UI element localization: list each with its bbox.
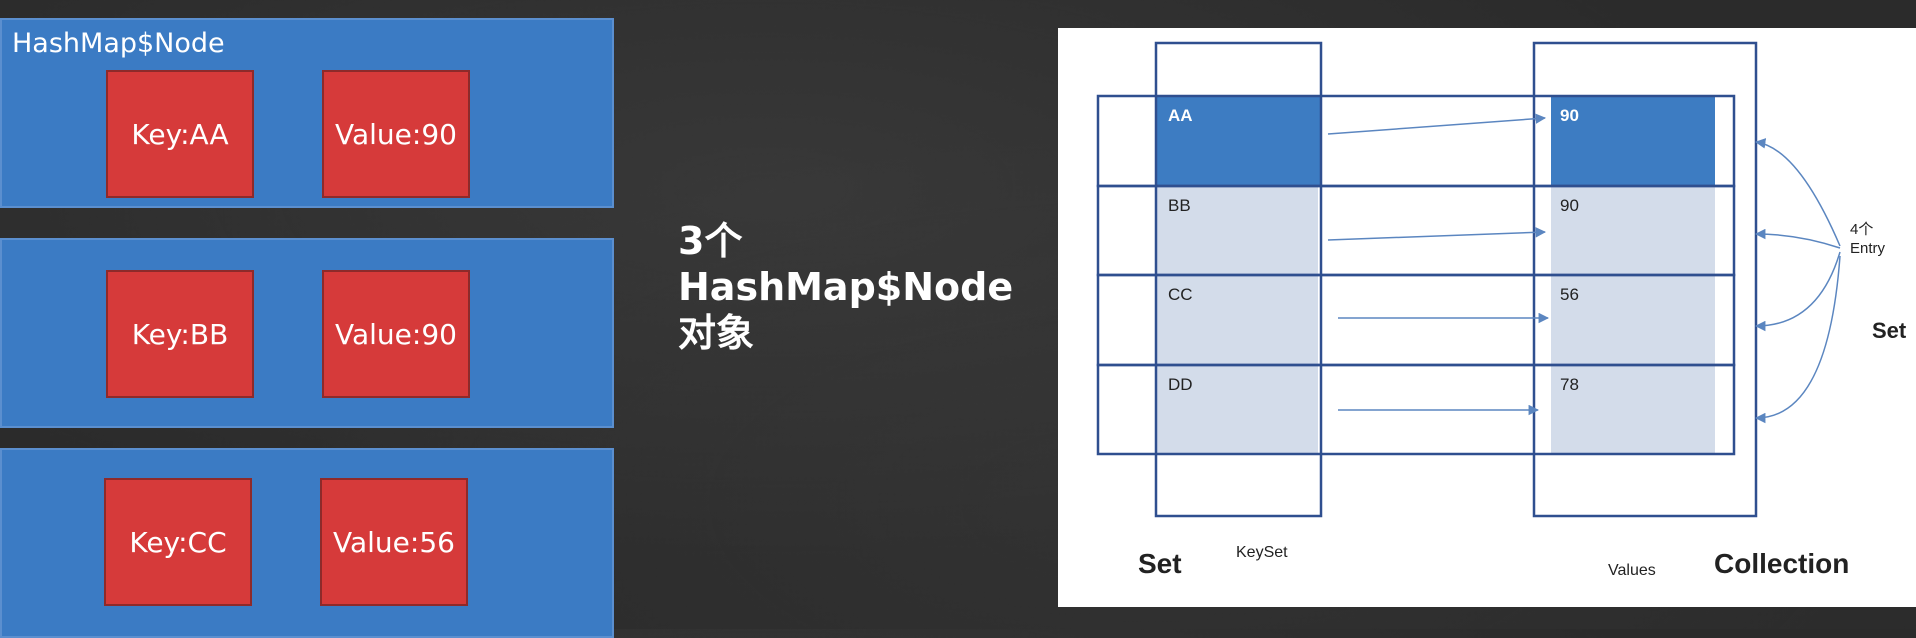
entry-arrow-1: [1754, 138, 1841, 247]
entry-arrow-3: [1754, 251, 1841, 332]
entry-count-line-2: Entry: [1850, 240, 1886, 257]
collection-label: Collection: [1714, 548, 1850, 579]
value-fill-bb: [1551, 187, 1715, 275]
hashmap-node-2: Key:BB Value:90: [0, 238, 614, 428]
diagram-graphics: [1096, 41, 1841, 518]
value-cell: Value:56: [320, 478, 468, 606]
key-cell: Key:CC: [104, 478, 252, 606]
arrow-bb: [1327, 227, 1547, 241]
entry-arrow-2: [1754, 228, 1841, 249]
key-label-cc: CC: [1168, 285, 1193, 304]
entry-arrow-4: [1754, 255, 1841, 424]
arrow-aa: [1327, 113, 1547, 135]
value-fill-dd: [1551, 365, 1715, 454]
key-label-bb: BB: [1168, 196, 1191, 215]
set-label-right: Set: [1872, 318, 1907, 343]
key-fill-bb: [1156, 187, 1318, 275]
value-fill-cc: [1551, 275, 1715, 365]
key-label-aa: AA: [1168, 106, 1193, 125]
keyset-column: [1154, 41, 1323, 518]
caption-line-3: 对象: [678, 311, 755, 355]
key-label-dd: DD: [1168, 375, 1193, 394]
value-label-2: 90: [1560, 196, 1579, 215]
value-cell: Value:90: [322, 270, 470, 398]
key-cell: Key:AA: [106, 70, 254, 198]
entryset-diagram: AA BB CC DD 90 90 56 78 4个 Entry Set Set…: [1058, 28, 1916, 607]
set-label-bottom: Set: [1138, 548, 1182, 579]
key-fill-dd: [1156, 365, 1318, 454]
entry-count-line-1: 4个: [1850, 221, 1874, 238]
hashmap-node-1: HashMap$Node Key:AA Value:90: [0, 18, 614, 208]
entry-count-label: 4个 Entry: [1850, 220, 1885, 258]
value-fill-aa: [1551, 96, 1715, 186]
entry-row-4: [1096, 363, 1736, 456]
key-fill-cc: [1156, 275, 1318, 365]
values-label: Values: [1608, 562, 1656, 579]
keyset-label: KeySet: [1236, 544, 1288, 561]
key-fill-aa: [1156, 96, 1321, 186]
caption-line-2: HashMap$Node: [678, 265, 1014, 309]
key-cell: Key:BB: [106, 270, 254, 398]
value-label-4: 78: [1560, 375, 1579, 394]
value-label-1: 90: [1560, 106, 1579, 125]
value-label-3: 56: [1560, 285, 1579, 304]
node-title: HashMap$Node: [12, 28, 225, 59]
values-column: [1532, 41, 1758, 518]
node-count-caption: 3个 HashMap$Node 对象: [678, 218, 1013, 356]
hashmap-node-3: Key:CC Value:56: [0, 448, 614, 638]
value-cell: Value:90: [322, 70, 470, 198]
caption-line-1: 3个: [678, 219, 743, 263]
